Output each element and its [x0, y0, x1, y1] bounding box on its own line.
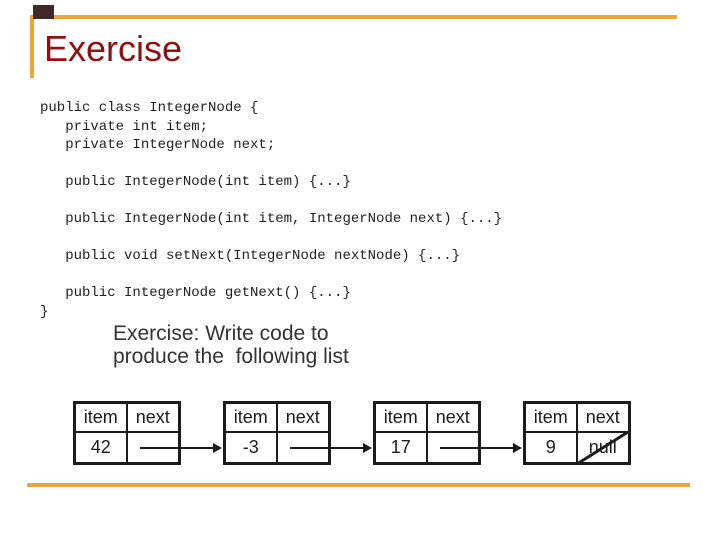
- arrowhead-icon: [213, 443, 222, 453]
- node-table: item next 17: [373, 401, 481, 465]
- next-pointer-arrow-3: [440, 443, 522, 453]
- node-table: item next -3: [223, 401, 331, 465]
- node-table: item next 42: [73, 401, 181, 465]
- top-accent-line: [30, 15, 677, 19]
- arrowhead-icon: [513, 443, 522, 453]
- node-item-value: 17: [373, 430, 428, 465]
- list-node-3: item next 17: [373, 401, 481, 465]
- prompt-line-2: produce the following list: [113, 345, 349, 368]
- list-node-4: item next 9 null: [523, 401, 631, 465]
- node-next-cell: [275, 430, 331, 465]
- arrowhead-icon: [363, 443, 372, 453]
- list-node-1: item next 42: [73, 401, 181, 465]
- prompt-line-1: Exercise: Write code to: [113, 322, 329, 345]
- node-next-cell-null: null: [575, 430, 631, 465]
- code-block: public class IntegerNode { private int i…: [40, 100, 503, 320]
- node-item-value: 42: [73, 430, 128, 465]
- bottom-accent-line: [27, 483, 690, 487]
- slide-title: Exercise: [44, 28, 183, 69]
- node-table: item next 9 null: [523, 401, 631, 465]
- exercise-prompt: Exercise: Write code to produce the foll…: [113, 322, 349, 368]
- node-header-next: next: [425, 401, 481, 433]
- next-pointer-arrow-1: [140, 443, 222, 453]
- node-item-value: 9: [523, 430, 578, 465]
- list-node-2: item next -3: [223, 401, 331, 465]
- node-item-value: -3: [223, 430, 278, 465]
- accent-square: [33, 5, 54, 19]
- node-header-item: item: [73, 401, 128, 433]
- null-slash-icon: [575, 430, 629, 465]
- node-header-next: next: [275, 401, 331, 433]
- node-header-item: item: [523, 401, 578, 433]
- node-header-item: item: [223, 401, 278, 433]
- node-header-next: next: [575, 401, 631, 433]
- title-accent-line: [30, 15, 34, 78]
- node-header-item: item: [373, 401, 428, 433]
- next-pointer-arrow-2: [290, 443, 372, 453]
- node-header-next: next: [125, 401, 181, 433]
